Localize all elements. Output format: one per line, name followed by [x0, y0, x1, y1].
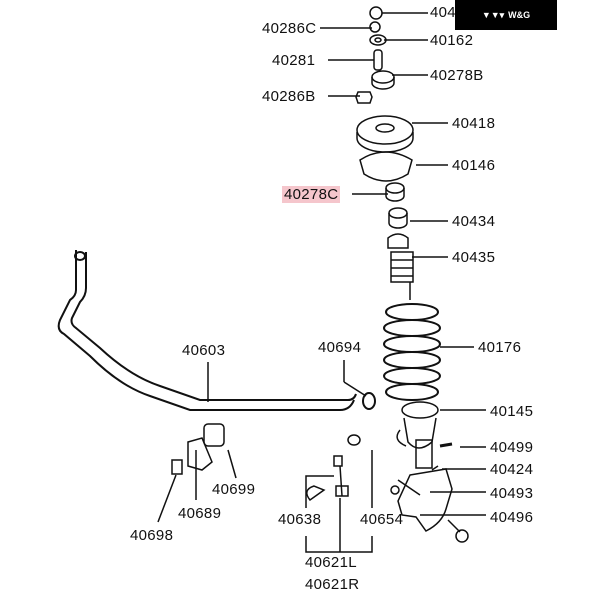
part-label: 40654	[360, 511, 404, 528]
coil-spring	[383, 303, 441, 401]
strut-body	[396, 401, 453, 471]
bushing-bracket	[171, 423, 225, 475]
brand-logo: ▼▼▾ W&G	[455, 0, 557, 30]
part-label: 404	[430, 4, 456, 21]
part-label: 40286B	[262, 88, 316, 105]
part-label: 40435	[452, 249, 496, 266]
part-label: 40286C	[262, 20, 317, 37]
part-label: 40603	[182, 342, 226, 359]
part-label: 40418	[452, 115, 496, 132]
part-label: 40278B	[430, 67, 484, 84]
brand-name: W&G	[508, 10, 531, 20]
part-label: 40434	[452, 213, 496, 230]
part-label: 40689	[178, 505, 222, 522]
part-label: 40145	[490, 403, 534, 420]
part-label: 40694	[318, 339, 362, 356]
part-label: 40493	[490, 485, 534, 502]
part-label: 40621R	[305, 576, 360, 593]
part-label: 40162	[430, 32, 474, 49]
strut-parts	[355, 6, 414, 300]
part-label: 40698	[130, 527, 174, 544]
part-label: 40638	[278, 511, 322, 528]
part-label: 40496	[490, 509, 534, 526]
leader-lines	[157, 12, 486, 553]
part-label: 40621L	[305, 554, 357, 571]
link-parts	[333, 434, 400, 497]
part-label: 40499	[490, 439, 534, 456]
part-label: 40699	[212, 481, 256, 498]
part-label: 40281	[272, 52, 316, 69]
part-label-highlighted: 40278C	[282, 186, 341, 203]
part-label: 40176	[478, 339, 522, 356]
vvv-logo-icon: ▼▼▾	[481, 9, 505, 20]
part-label: 40424	[490, 461, 534, 478]
knuckle	[306, 468, 469, 543]
stabilizer-bar	[57, 250, 376, 411]
part-label: 40146	[452, 157, 496, 174]
